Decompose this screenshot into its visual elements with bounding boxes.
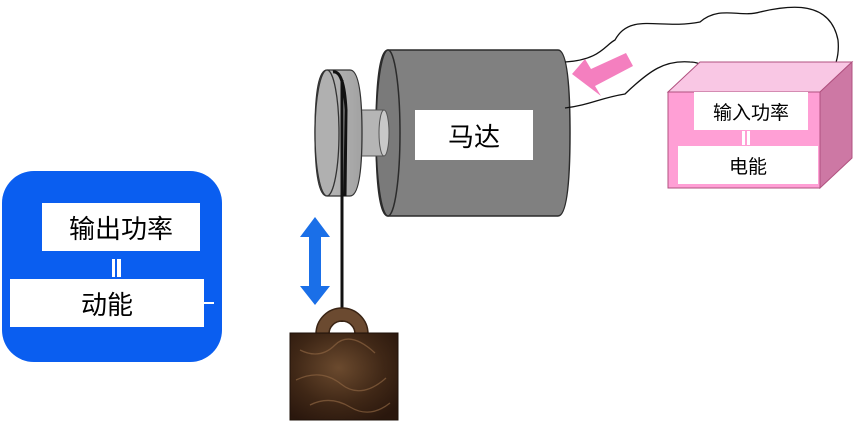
input-arrow xyxy=(572,53,633,96)
electrical-energy-label: 电能 xyxy=(678,146,818,184)
weight-block xyxy=(289,332,399,421)
lift-direction-arrow xyxy=(300,217,330,305)
kinetic-energy-label: 动能 xyxy=(10,279,204,327)
output-power-label: 输出功率 xyxy=(42,203,200,251)
power-wire-1 xyxy=(564,6,839,76)
weight-handle xyxy=(315,307,369,335)
motor-label: 马达 xyxy=(415,110,533,160)
input-power-label: 输入功率 xyxy=(694,92,808,130)
